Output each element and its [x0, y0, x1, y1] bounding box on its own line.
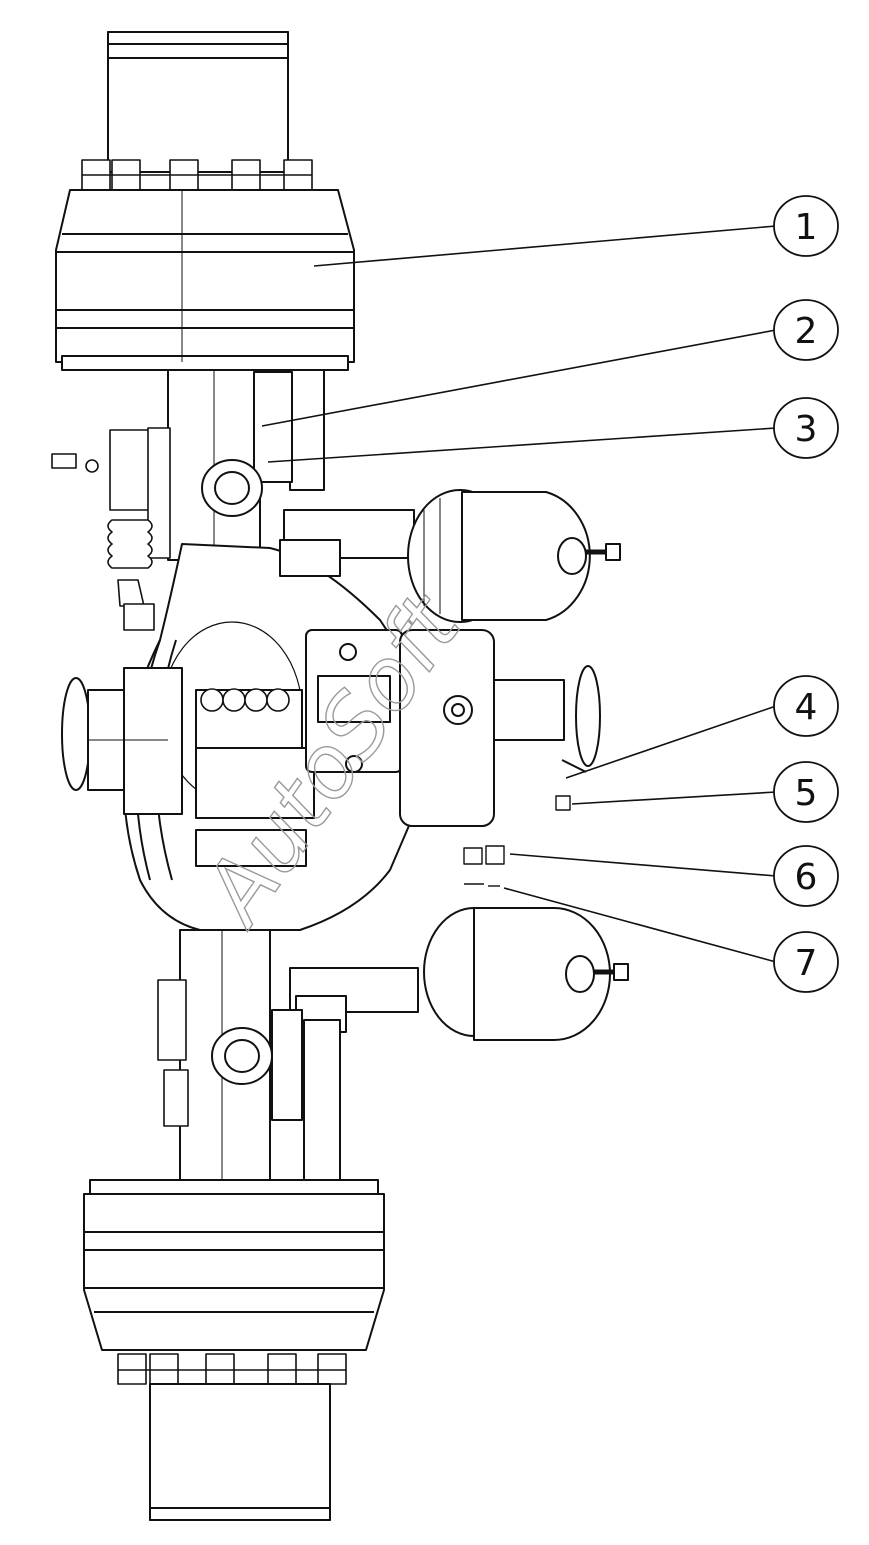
callout-circle	[773, 675, 839, 737]
callout-label: 2	[795, 311, 818, 352]
callout-2: 2	[773, 299, 839, 361]
brake-chamber-upper	[279, 489, 621, 623]
callout-label: 7	[795, 943, 818, 984]
callout-circle	[773, 845, 839, 907]
callout-3: 3	[773, 397, 839, 459]
bottom-hub-cap	[149, 1383, 331, 1521]
callout-5: 5	[773, 761, 839, 823]
axle-clamp-block	[195, 688, 315, 867]
abs-sensor-upper	[51, 427, 171, 631]
lower-left-bracket	[157, 979, 189, 1127]
lower-bracket-eye	[211, 1027, 273, 1085]
upper-axle-tube	[167, 369, 325, 561]
callout-label: 6	[795, 857, 818, 898]
callout-circle	[773, 761, 839, 823]
callout-circle	[773, 195, 839, 257]
callout-label: 3	[795, 409, 818, 450]
callout-label: 1	[795, 207, 818, 248]
callout-6: 6	[773, 845, 839, 907]
callout-label: 4	[795, 687, 818, 728]
callout-1: 1	[773, 195, 839, 257]
callout-circle	[773, 397, 839, 459]
input-yoke-flange	[61, 667, 183, 815]
bottom-hub-bolts	[117, 1353, 347, 1385]
callout-circle	[773, 931, 839, 993]
top-brake-drum	[55, 189, 355, 371]
upper-bracket-eye	[201, 459, 263, 517]
callout-label: 5	[795, 773, 818, 814]
carrier-cover	[305, 629, 403, 773]
callout-bubbles: 1 2 3 4 5 6 7	[773, 195, 839, 993]
brake-chamber-lower	[289, 907, 629, 1041]
bottom-brake-drum	[83, 1179, 385, 1351]
main-reducer	[399, 629, 601, 827]
top-hub-cap	[107, 31, 289, 173]
callout-circle	[773, 299, 839, 361]
callout-7: 7	[773, 931, 839, 993]
callout-leaders	[261, 225, 777, 963]
small-parts	[463, 795, 571, 887]
callout-4: 4	[773, 675, 839, 737]
